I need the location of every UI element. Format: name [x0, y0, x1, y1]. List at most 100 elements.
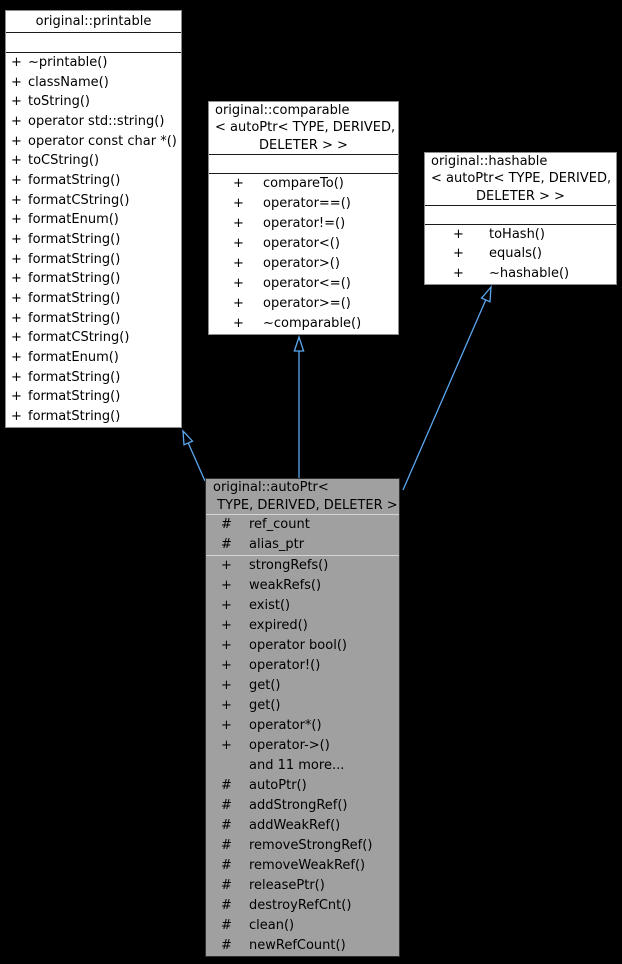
- member-label: weakRefs(): [249, 578, 322, 593]
- member-label: formatString(): [28, 231, 121, 247]
- member-row: + formatString(): [6, 389, 181, 405]
- visibility-symbol: #: [221, 918, 232, 933]
- visibility-symbol: +: [221, 638, 232, 653]
- visibility-symbol: +: [11, 389, 22, 405]
- visibility-symbol: +: [233, 316, 244, 331]
- class-title: original::autoPtr< TYPE, DERIVED, DELETE…: [206, 479, 399, 515]
- member-label: operator->(): [249, 738, 330, 753]
- member-label: formatEnum(): [28, 212, 119, 228]
- attributes-section: [209, 155, 398, 174]
- attributes-section: #ref_count#alias_ptr: [206, 515, 399, 556]
- member-row: +operator std::string(): [6, 114, 181, 130]
- visibility-symbol: +: [11, 94, 22, 110]
- methods-section: +~printable()+className()+toString()+ope…: [6, 53, 181, 427]
- member-label: formatString(): [28, 251, 121, 267]
- member-row: #removeWeakRef(): [206, 858, 399, 874]
- visibility-symbol: +: [221, 718, 232, 733]
- member-label: formatString(): [28, 290, 121, 306]
- visibility-symbol: #: [221, 938, 232, 953]
- member-row: +~printable(): [6, 55, 181, 71]
- visibility-symbol: #: [221, 858, 232, 873]
- class-title-line: original::printable: [35, 13, 152, 29]
- visibility-symbol: +: [221, 618, 232, 633]
- class-box-autoptr-current: original::autoPtr< TYPE, DERIVED, DELETE…: [205, 478, 400, 957]
- class-box-comparable[interactable]: original::comparable< autoPtr< TYPE, DER…: [208, 101, 399, 335]
- member-label: formatString(): [28, 389, 121, 405]
- member-label: ~hashable(): [489, 266, 570, 282]
- member-row: +toCString(): [6, 153, 181, 169]
- member-row: #ref_count: [206, 517, 399, 533]
- visibility-symbol: +: [221, 698, 232, 713]
- member-label: clean(): [249, 918, 295, 933]
- member-label: operator*(): [249, 718, 322, 733]
- visibility-symbol: +: [11, 251, 22, 267]
- member-row: +weakRefs(): [206, 578, 399, 594]
- member-row: +operator->(): [206, 738, 399, 754]
- member-label: releasePtr(): [249, 878, 325, 893]
- member-row: +toHash(): [425, 227, 616, 243]
- visibility-symbol: +: [11, 74, 22, 90]
- member-row: +operator!(): [206, 658, 399, 674]
- member-row: +operator>=(): [209, 296, 398, 312]
- visibility-symbol: +: [11, 133, 22, 149]
- member-row: +expired(): [206, 618, 399, 634]
- member-row: +compareTo(): [209, 176, 398, 192]
- member-row: +get(): [206, 678, 399, 694]
- member-row: +formatString(): [6, 173, 181, 189]
- inheritance-arrow-to-hashable: [402, 285, 492, 491]
- member-label: strongRefs(): [249, 558, 329, 573]
- class-title-line: original::comparable: [215, 103, 350, 119]
- member-label: operator>=(): [263, 296, 351, 311]
- member-row: +~hashable(): [425, 266, 616, 282]
- visibility-symbol: +: [11, 330, 22, 346]
- visibility-symbol: +: [11, 290, 22, 306]
- member-row: #newRefCount(): [206, 938, 399, 954]
- member-label: operator!=(): [263, 216, 346, 231]
- class-title-line: original::autoPtr<: [213, 480, 329, 496]
- member-row: and 11 more...: [206, 758, 399, 774]
- member-row: +formatString(): [6, 311, 181, 327]
- member-label: toString(): [28, 94, 90, 110]
- visibility-symbol: +: [11, 54, 22, 70]
- member-row: #destroyRefCnt(): [206, 898, 399, 914]
- visibility-symbol: #: [221, 818, 232, 833]
- visibility-symbol: +: [11, 153, 22, 169]
- member-label: formatEnum(): [28, 349, 119, 365]
- member-row: # releasePtr(): [206, 878, 399, 894]
- member-row: + operator*(): [206, 718, 399, 734]
- member-label: addStrongRef(): [249, 798, 348, 813]
- class-box-hashable[interactable]: original::hashable< autoPtr< TYPE, DERIV…: [424, 152, 617, 285]
- member-label: get(): [249, 698, 281, 713]
- member-row: +formatCString(): [6, 193, 181, 209]
- member-label: operator bool(): [249, 638, 347, 653]
- member-row: # addWeakRef(): [206, 818, 399, 834]
- member-label: addWeakRef(): [249, 818, 341, 833]
- member-row: +equals(): [425, 246, 616, 262]
- visibility-symbol: +: [11, 349, 22, 365]
- visibility-symbol: +: [11, 212, 22, 228]
- member-row: + toString(): [6, 94, 181, 110]
- member-row: + formatCString(): [6, 330, 181, 346]
- member-label: alias_ptr: [249, 537, 305, 552]
- member-label: formatString(): [28, 408, 121, 424]
- member-label: operator<(): [263, 236, 340, 251]
- member-row: + operator const char *(): [6, 134, 181, 150]
- inheritance-arrow-to-comparable: [293, 334, 305, 478]
- visibility-symbol: #: [221, 878, 232, 893]
- visibility-symbol: +: [11, 369, 22, 385]
- inheritance-arrow-to-printable: [182, 429, 206, 482]
- visibility-symbol: #: [221, 798, 232, 813]
- member-label: formatCString(): [28, 330, 130, 346]
- member-label: operator const char *(): [28, 133, 177, 149]
- class-box-printable[interactable]: original::printable +~printable()+classN…: [5, 10, 182, 428]
- member-row: +operator>(): [209, 256, 398, 272]
- visibility-symbol: +: [11, 113, 22, 129]
- member-row: + get(): [206, 698, 399, 714]
- class-title-line: TYPE, DERIVED, DELETER >: [213, 497, 398, 513]
- class-title-line: DELETER > >: [259, 137, 348, 153]
- member-row: + formatEnum(): [6, 212, 181, 228]
- member-label: destroyRefCnt(): [249, 898, 352, 913]
- member-label: autoPtr(): [249, 778, 307, 793]
